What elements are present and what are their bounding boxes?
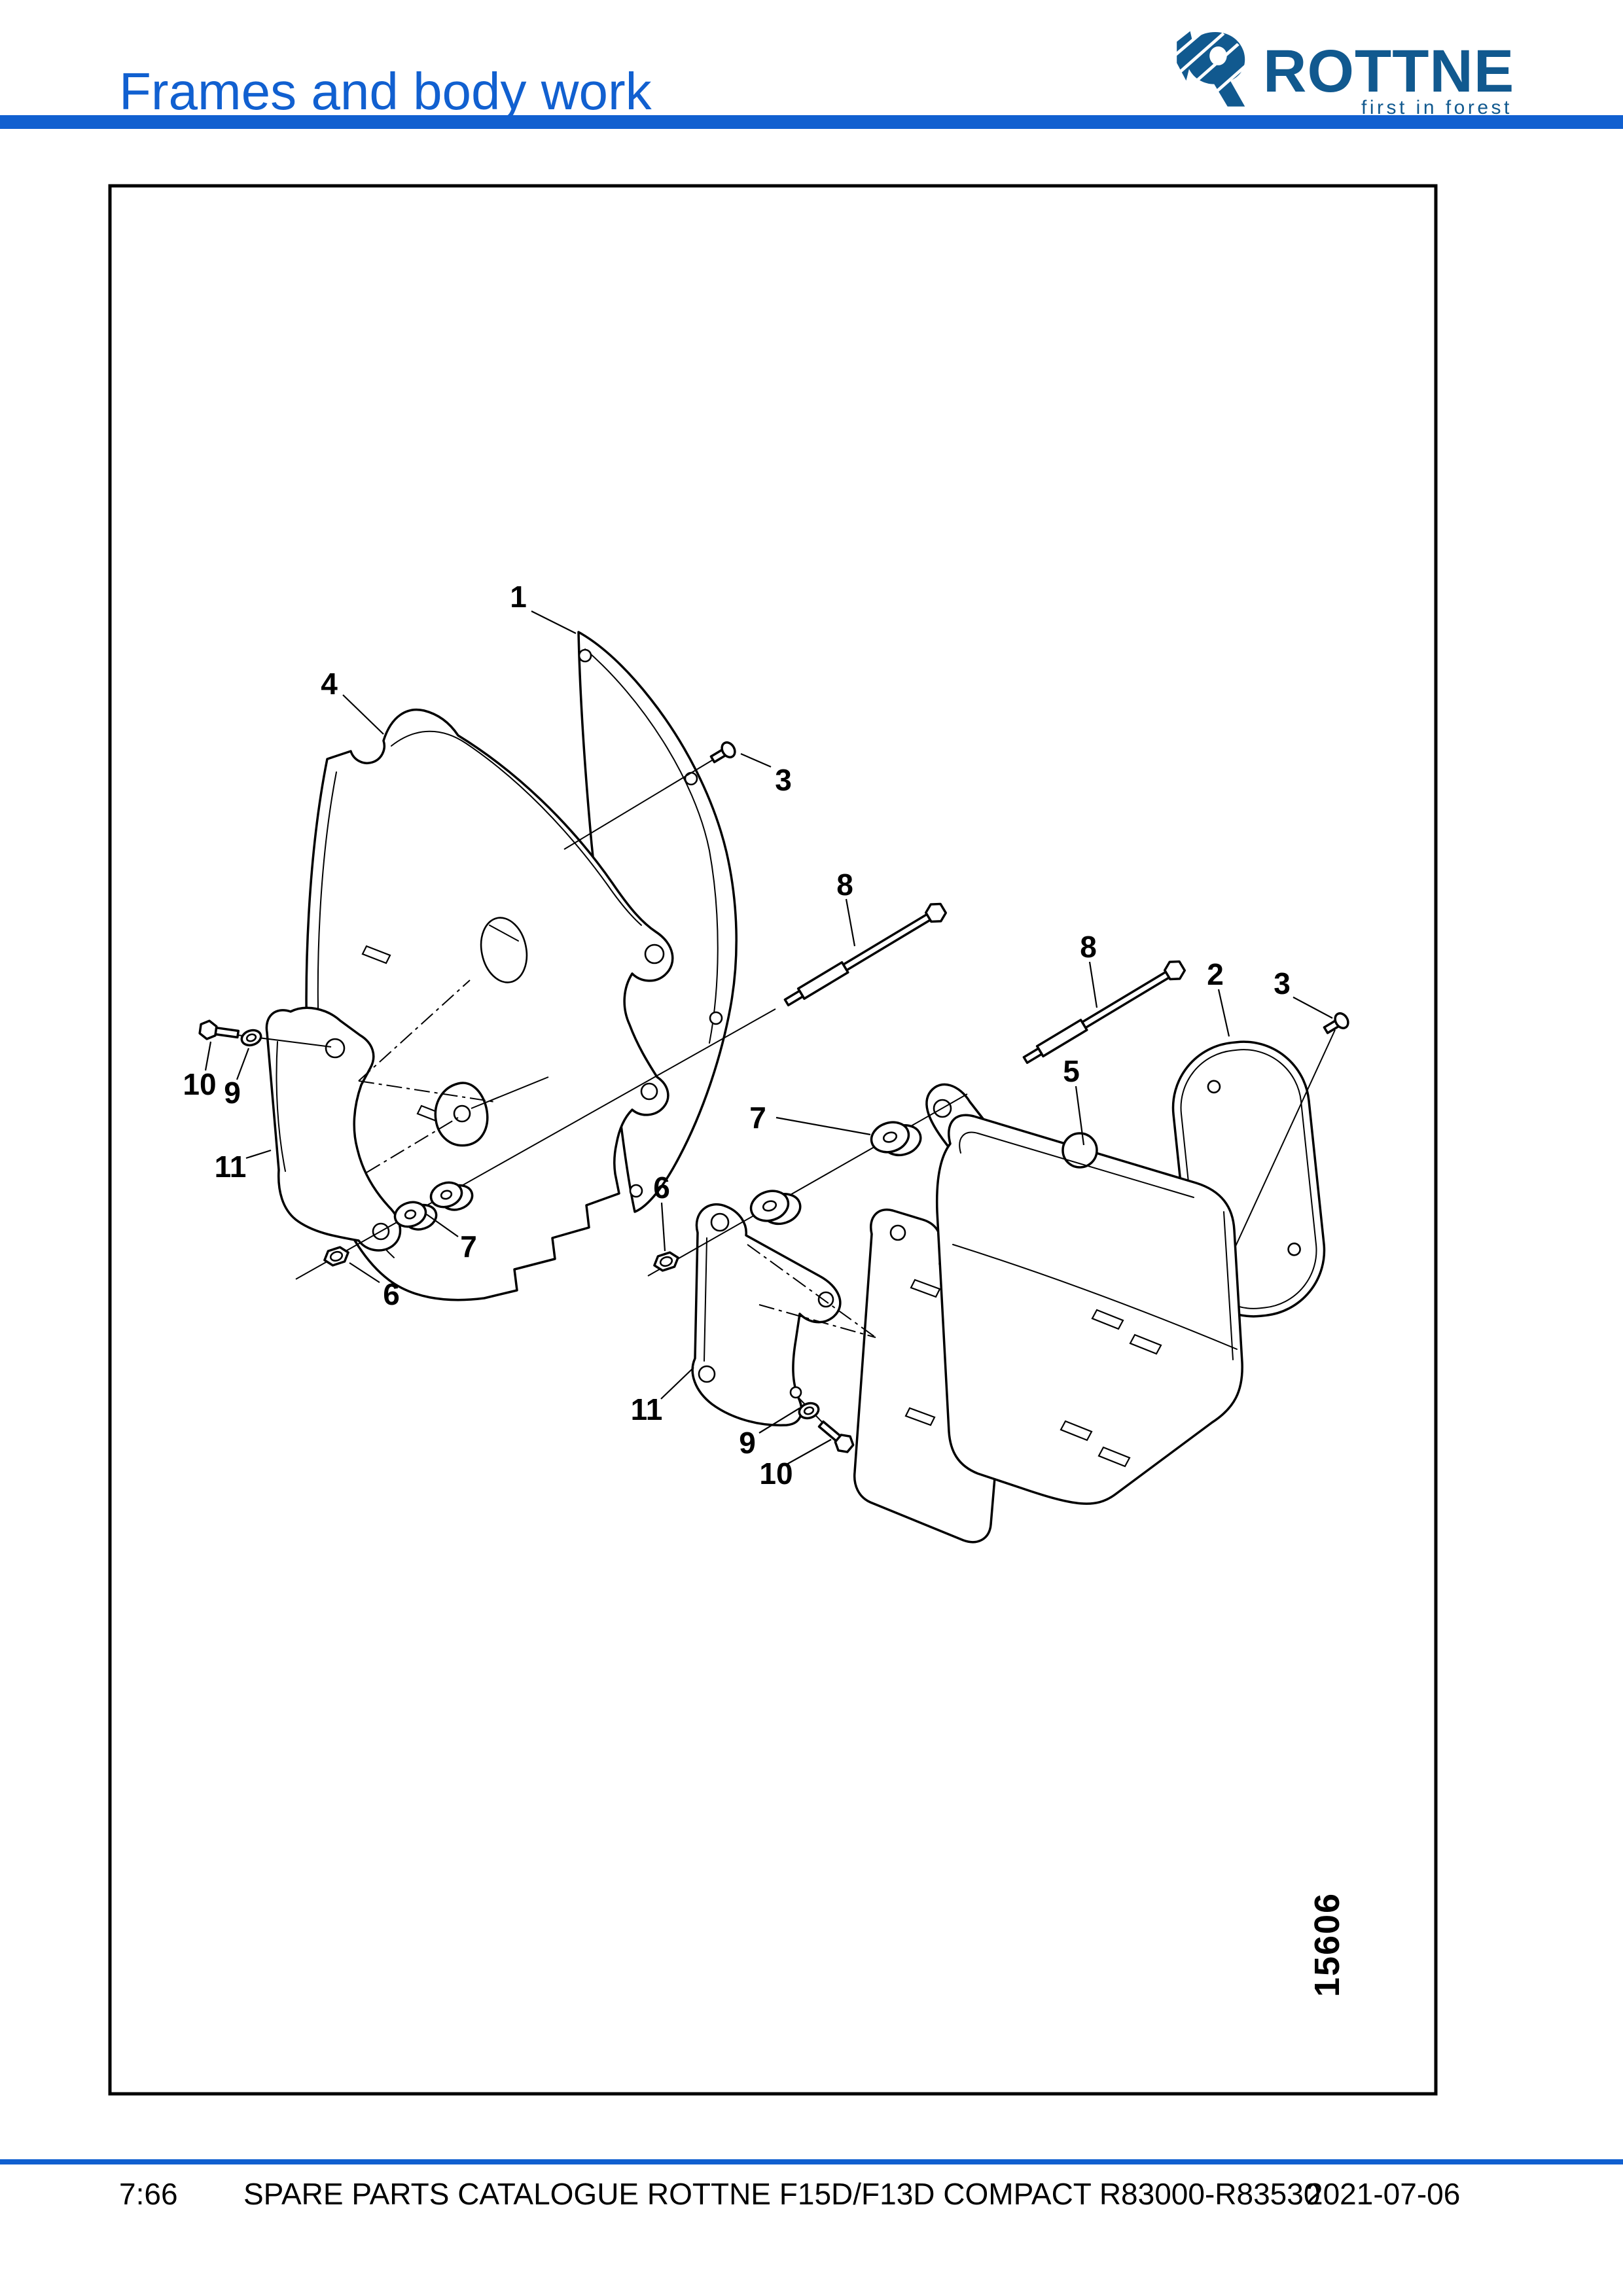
callout-2: 2 [1207,957,1224,991]
logo-tagline-text: first in forest [1361,97,1512,118]
part-4-cover [305,709,674,1301]
callout-5: 5 [1063,1054,1080,1088]
leader-lines [204,610,1333,1465]
figure-number: 15606 [1308,1892,1347,1997]
part-9-washer-left [240,1029,262,1047]
part-10-bolt-right [817,1420,855,1453]
callout-8-right: 8 [1080,930,1097,964]
callout-11-left: 11 [215,1150,247,1184]
screw-3-right-axis-line [1222,1029,1336,1275]
diagram-frame [108,184,1438,2096]
header-divider-bar [0,115,1623,129]
callout-7-left: 7 [460,1229,477,1263]
part-11-bracket-right [691,1203,842,1426]
callout-9-right: 9 [739,1426,756,1460]
callout-3-right: 3 [1274,966,1291,1000]
footer-page-number: 7:66 [119,2177,178,2211]
callout-labels: 1 4 3 8 8 2 3 5 7 6 11 9 10 10 9 11 6 7 [183,580,1290,1491]
dash-dot-lines [358,980,876,1338]
part-11-bracket-left [265,1006,402,1252]
callout-4: 4 [321,667,338,701]
part-7-bushing-right-a [749,1190,802,1226]
part-10-bolt-left [198,1019,240,1040]
callout-10-right: 10 [759,1457,793,1491]
callout-8-left: 8 [836,868,853,902]
callout-10-left: 10 [183,1067,216,1101]
rottne-logo-mark-icon [1169,25,1251,107]
part-3-screw-right [1323,1012,1349,1034]
part-6-nut-left [323,1246,349,1267]
part-8-bolt-left [783,902,948,1007]
callout-3-left: 3 [775,763,792,797]
part-8-bolt-right [1022,960,1186,1065]
rottne-logo-svg: ROTTNE first in forest [1169,25,1514,118]
logo-hatch-lines [1169,25,1251,102]
part-9-washer-right [798,1402,820,1420]
part-3-screw-left [709,741,736,764]
callout-7-right: 7 [749,1101,766,1135]
callout-1: 1 [510,580,527,614]
part-7-bushing-left-a [393,1201,438,1231]
callout-6-left: 6 [383,1277,400,1311]
part-7-bushing-left-b [429,1181,474,1211]
callout-6-right: 6 [653,1171,670,1205]
rottne-logo: ROTTNE first in forest [1165,25,1538,120]
page-title: Frames and body work [119,62,652,120]
callout-11-right: 11 [631,1392,663,1426]
footer-divider-bar [0,2159,1623,2164]
part-5-box-cover [925,1083,1243,1505]
logo-brand-text: ROTTNE [1263,38,1514,105]
part-7-bushing-right-b [870,1121,922,1157]
footer-catalogue-title: SPARE PARTS CATALOGUE ROTTNE F15D/F13D C… [243,2177,1321,2211]
footer-date: 2021-07-06 [1306,2177,1461,2211]
callout-9-left: 9 [224,1076,241,1110]
part-6-nut-right [653,1251,679,1272]
